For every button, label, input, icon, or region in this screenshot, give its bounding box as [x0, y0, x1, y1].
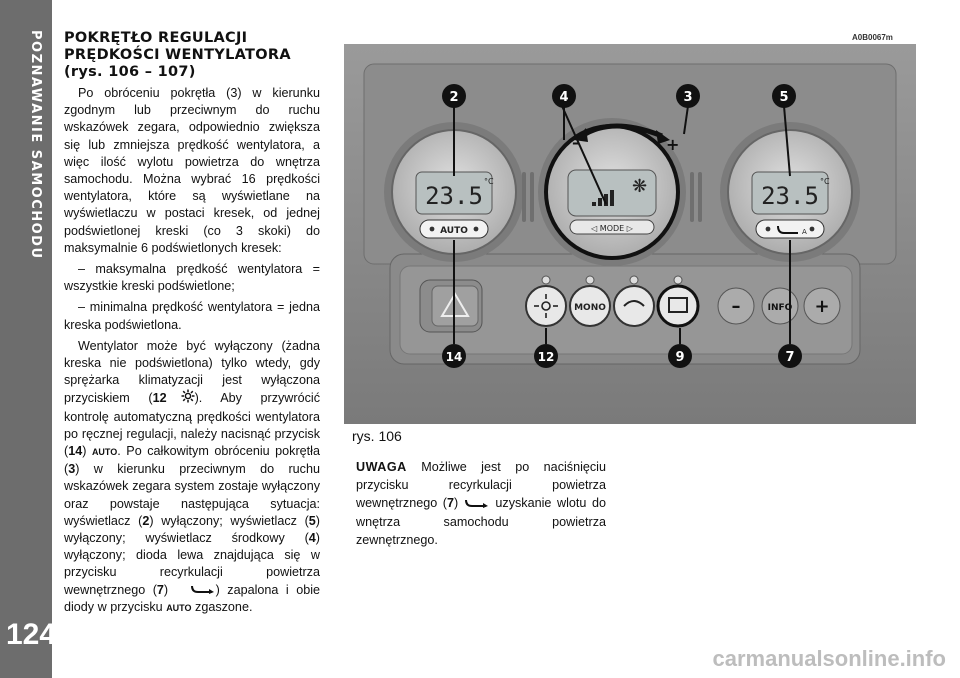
plus-button-label: +	[814, 296, 829, 317]
recirculation-icon	[176, 582, 216, 599]
recirculation-button[interactable]	[755, 219, 825, 239]
climate-panel-figure: 23.5 °C AUTO ❋ ◁ MODE ▷ – + 23.5 °C A	[344, 44, 916, 424]
p4-text-c: . Po całkowitym obróceniu pokrętła (	[64, 444, 320, 477]
ref-5: 5	[308, 513, 316, 528]
svg-text:14: 14	[446, 350, 463, 364]
knob-plus-label: +	[666, 135, 679, 154]
svg-text:12: 12	[538, 350, 555, 364]
recirculation-icon-note	[464, 495, 490, 513]
callout-3: 3	[676, 84, 700, 108]
svg-text:3: 3	[683, 90, 692, 105]
auto-button[interactable]	[419, 219, 489, 239]
figure-code: A0B0067m	[852, 33, 893, 42]
left-temperature-dial[interactable]: 23.5 °C AUTO	[384, 122, 524, 262]
callout-leaders	[453, 105, 791, 344]
section-side-tab	[0, 0, 52, 678]
vent-slots	[522, 172, 702, 222]
article-heading: POKRĘTŁO REGULACJI PRĘDKOŚCI WENTYLATORA…	[64, 30, 320, 81]
p4-text-f: ) wyłączony; wyświetlacz środkowy (	[64, 513, 320, 546]
note-text-b: uzyskanie wlotu do wnętrza samochodu pow…	[356, 496, 606, 547]
windshield-defrost-button[interactable]	[613, 275, 655, 327]
callout-14: 14	[442, 344, 466, 368]
note-block: UWAGA Możliwe jest po naciśnięciu przyci…	[356, 460, 606, 547]
heading-line-1: POKRĘTŁO REGULACJI	[64, 30, 248, 46]
recirc-a-label: A	[802, 228, 807, 236]
heading-line-2: PRĘDKOŚCI WENTYLATORA	[64, 47, 291, 63]
callout-5: 5	[772, 84, 796, 108]
right-display-temp: 23.5	[761, 182, 819, 210]
info-button-label: INFO	[768, 303, 793, 313]
callout-7: 7	[778, 344, 802, 368]
heading-figure-ref: (rys. 106 – 107)	[64, 64, 196, 80]
knob-minus-label: –	[572, 133, 580, 152]
callout-2: 2	[442, 84, 466, 108]
mono-button[interactable]: MONO	[569, 275, 611, 327]
note-ref-7: 7	[447, 496, 455, 510]
left-display-temp: 23.5	[425, 182, 483, 210]
page-number: 124	[6, 618, 57, 651]
p4-text-g: ) wyłączony; dioda lewa znajdująca się w…	[64, 531, 320, 597]
info-button[interactable]: INFO	[761, 287, 799, 325]
p4-text-d: ) w kierunku przeciwnym do ruchu wskazów…	[64, 462, 320, 528]
compressor-icon	[167, 389, 195, 408]
note-label: UWAGA	[356, 460, 407, 474]
ref-2: 2	[142, 513, 150, 528]
watermark: carmanualsonline.info	[712, 646, 947, 671]
svg-text:7: 7	[785, 350, 794, 365]
defrost-icon	[623, 300, 645, 307]
right-temperature-dial[interactable]: 23.5 °C A	[720, 122, 860, 262]
mode-button-label: ◁ MODE ▷	[590, 224, 634, 233]
paragraph-1: Po obróceniu pokrętła (3) w kierunku zgo…	[64, 86, 320, 255]
callout-4: 4	[552, 84, 576, 108]
note-text-a: Możliwe jest po naciśnięciu przycisku re…	[356, 460, 606, 510]
callout-9: 9	[668, 344, 692, 368]
p4-text-b: ). Aby przywrócić kontrolę automatyczną …	[64, 391, 320, 459]
p4-text-a: Wentylator może być wyłączony (żadna kre…	[64, 338, 320, 406]
paragraph-3: – minimalna prędkość wentylatora = jedna…	[64, 300, 320, 332]
section-title-vertical: POZNAWANIE SAMOCHODU	[28, 30, 43, 260]
right-display-unit: °C	[820, 177, 830, 186]
svg-text:❋: ❋	[632, 176, 647, 197]
hazard-button[interactable]	[419, 279, 483, 333]
ref-4: 4	[308, 531, 316, 546]
minus-button[interactable]: –	[717, 287, 755, 325]
svg-text:5: 5	[779, 90, 788, 105]
rotation-arrow	[580, 123, 663, 139]
ref-12: 12	[152, 391, 167, 406]
svg-text:9: 9	[675, 350, 684, 365]
p4-text-h: ) zapalona i obie diody w przycisku	[64, 582, 320, 614]
ref-14: 14	[68, 444, 83, 459]
mode-button[interactable]	[569, 219, 655, 235]
minus-button-label: –	[732, 296, 741, 317]
plus-button[interactable]: +	[803, 287, 841, 325]
compressor-icon-panel	[534, 294, 558, 318]
ref-7: 7	[156, 582, 164, 597]
fan-speed-knob[interactable]: ❋ ◁ MODE ▷	[538, 118, 686, 266]
ref-3: 3	[68, 462, 76, 477]
p4-text-i: zgaszone.	[195, 599, 253, 614]
p4-text-e: ) wyłączony; wyświetlacz (	[149, 513, 309, 528]
article-column: POKRĘTŁO REGULACJI PRĘDKOŚCI WENTYLATORA…	[64, 30, 320, 617]
callout-12: 12	[534, 344, 558, 368]
paragraph-2: – maksymalna prędkość wentylatora = wszy…	[64, 262, 320, 294]
ac-button[interactable]	[525, 275, 567, 327]
section-title-text: POZNAWANIE SAMOCHODU	[28, 30, 43, 260]
auto-label: AUTO	[91, 447, 118, 458]
svg-text:4: 4	[559, 90, 568, 105]
auto-label-2: AUTO	[166, 602, 192, 613]
rear-defrost-icon	[668, 297, 688, 313]
figure-caption: rys. 106	[352, 428, 402, 444]
auto-button-label: AUTO	[440, 226, 468, 236]
left-display-unit: °C	[484, 177, 494, 186]
mono-button-label: MONO	[574, 303, 606, 313]
rear-defrost-button[interactable]	[656, 275, 700, 328]
paragraph-4: Wentylator może być wyłączony (żadna kre…	[64, 338, 320, 614]
svg-text:2: 2	[449, 90, 458, 105]
